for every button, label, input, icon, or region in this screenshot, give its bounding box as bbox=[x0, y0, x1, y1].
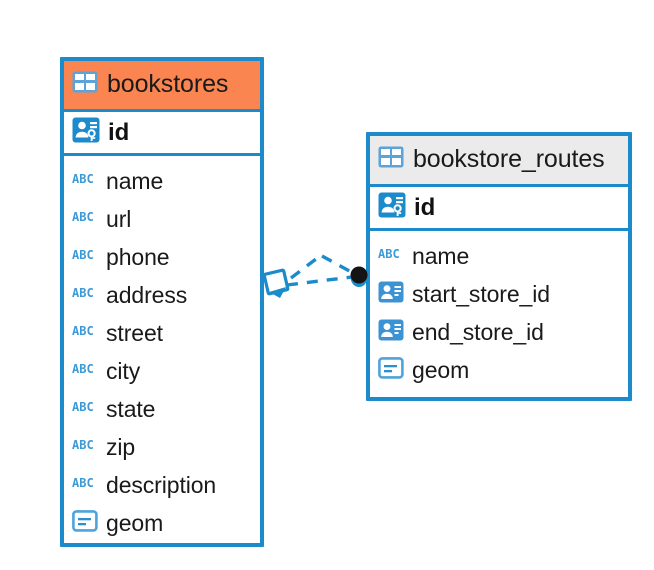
abc-text-icon: ABC bbox=[72, 322, 98, 345]
foreign-key-icon bbox=[378, 280, 404, 309]
geometry-icon bbox=[72, 509, 98, 538]
field-list-bookstores: ABC name ABC url ABC p bbox=[64, 156, 260, 546]
field-name-label: address bbox=[106, 281, 188, 308]
geometry-icon bbox=[378, 356, 404, 385]
abc-text-icon: ABC bbox=[72, 398, 98, 421]
field-row-description[interactable]: ABC description bbox=[64, 466, 260, 504]
abc-text-icon: ABC bbox=[72, 170, 98, 193]
field-list-bookstore-routes: ABC name start_store_id bbox=[370, 231, 628, 393]
field-name-label: start_store_id bbox=[412, 280, 550, 307]
diamond-marker bbox=[262, 268, 290, 298]
entity-header-bookstores[interactable]: bookstores bbox=[64, 61, 260, 109]
relationship-line-stem bbox=[286, 275, 353, 287]
abc-text-icon: ABC bbox=[72, 284, 98, 307]
primary-key-row-bookstore-routes[interactable]: id bbox=[370, 184, 628, 231]
field-name-label: end_store_id bbox=[412, 318, 544, 345]
field-row-start-store-id[interactable]: start_store_id bbox=[370, 275, 628, 313]
field-row-phone[interactable]: ABC phone bbox=[64, 238, 260, 276]
field-row-end-store-id[interactable]: end_store_id bbox=[370, 313, 628, 351]
field-name-label: phone bbox=[106, 243, 170, 270]
field-row-name[interactable]: ABC name bbox=[370, 237, 628, 275]
field-name-label: street bbox=[106, 319, 163, 346]
table-icon bbox=[378, 146, 404, 173]
entity-header-bookstore-routes[interactable]: bookstore_routes bbox=[370, 136, 628, 184]
abc-text-icon: ABC bbox=[72, 360, 98, 383]
primary-key-icon bbox=[378, 191, 406, 224]
field-row-geom[interactable]: geom bbox=[64, 504, 260, 542]
field-row-name[interactable]: ABC name bbox=[64, 162, 260, 200]
relationship-line-branch-upper-right bbox=[321, 254, 354, 275]
svg-text:ABC: ABC bbox=[72, 476, 94, 490]
field-row-address[interactable]: ABC address bbox=[64, 276, 260, 314]
field-row-state[interactable]: ABC state bbox=[64, 390, 260, 428]
entity-name-label: bookstores bbox=[107, 70, 229, 98]
primary-key-label: id bbox=[108, 118, 130, 146]
field-name-label: city bbox=[106, 357, 141, 384]
field-row-url[interactable]: ABC url bbox=[64, 200, 260, 238]
entity-name-label: bookstore_routes bbox=[413, 145, 605, 173]
entity-table-bookstores[interactable]: bookstores id bbox=[60, 57, 264, 547]
field-name-label: url bbox=[106, 205, 132, 232]
abc-text-icon: ABC bbox=[72, 436, 98, 459]
svg-text:ABC: ABC bbox=[72, 400, 94, 414]
abc-text-icon: ABC bbox=[72, 246, 98, 269]
svg-text:ABC: ABC bbox=[72, 172, 94, 186]
field-row-zip[interactable]: ABC zip bbox=[64, 428, 260, 466]
svg-text:ABC: ABC bbox=[72, 248, 94, 262]
table-icon bbox=[72, 71, 98, 98]
field-name-label: name bbox=[106, 167, 164, 194]
svg-text:ABC: ABC bbox=[72, 286, 94, 300]
entity-table-bookstore-routes[interactable]: bookstore_routes id bbox=[366, 132, 632, 401]
svg-text:ABC: ABC bbox=[72, 438, 94, 452]
field-row-street[interactable]: ABC street bbox=[64, 314, 260, 352]
foreign-key-icon bbox=[378, 318, 404, 347]
primary-key-icon bbox=[72, 116, 100, 149]
relationship-line-branch-upper-left bbox=[289, 254, 322, 280]
svg-text:ABC: ABC bbox=[72, 210, 94, 224]
svg-text:ABC: ABC bbox=[72, 362, 94, 376]
field-name-label: description bbox=[106, 471, 217, 498]
field-name-label: geom bbox=[106, 509, 164, 536]
abc-text-icon: ABC bbox=[72, 208, 98, 231]
primary-key-label: id bbox=[414, 193, 436, 221]
abc-text-icon: ABC bbox=[378, 245, 404, 268]
field-row-geom[interactable]: geom bbox=[370, 351, 628, 389]
abc-text-icon: ABC bbox=[72, 474, 98, 497]
svg-text:ABC: ABC bbox=[378, 247, 400, 261]
field-name-label: name bbox=[412, 242, 470, 269]
field-name-label: zip bbox=[106, 433, 136, 460]
svg-text:ABC: ABC bbox=[72, 324, 94, 338]
field-row-city[interactable]: ABC city bbox=[64, 352, 260, 390]
filled-circle-marker bbox=[350, 266, 368, 287]
field-name-label: geom bbox=[412, 356, 470, 383]
field-name-label: state bbox=[106, 395, 156, 422]
primary-key-row-bookstores[interactable]: id bbox=[64, 109, 260, 156]
